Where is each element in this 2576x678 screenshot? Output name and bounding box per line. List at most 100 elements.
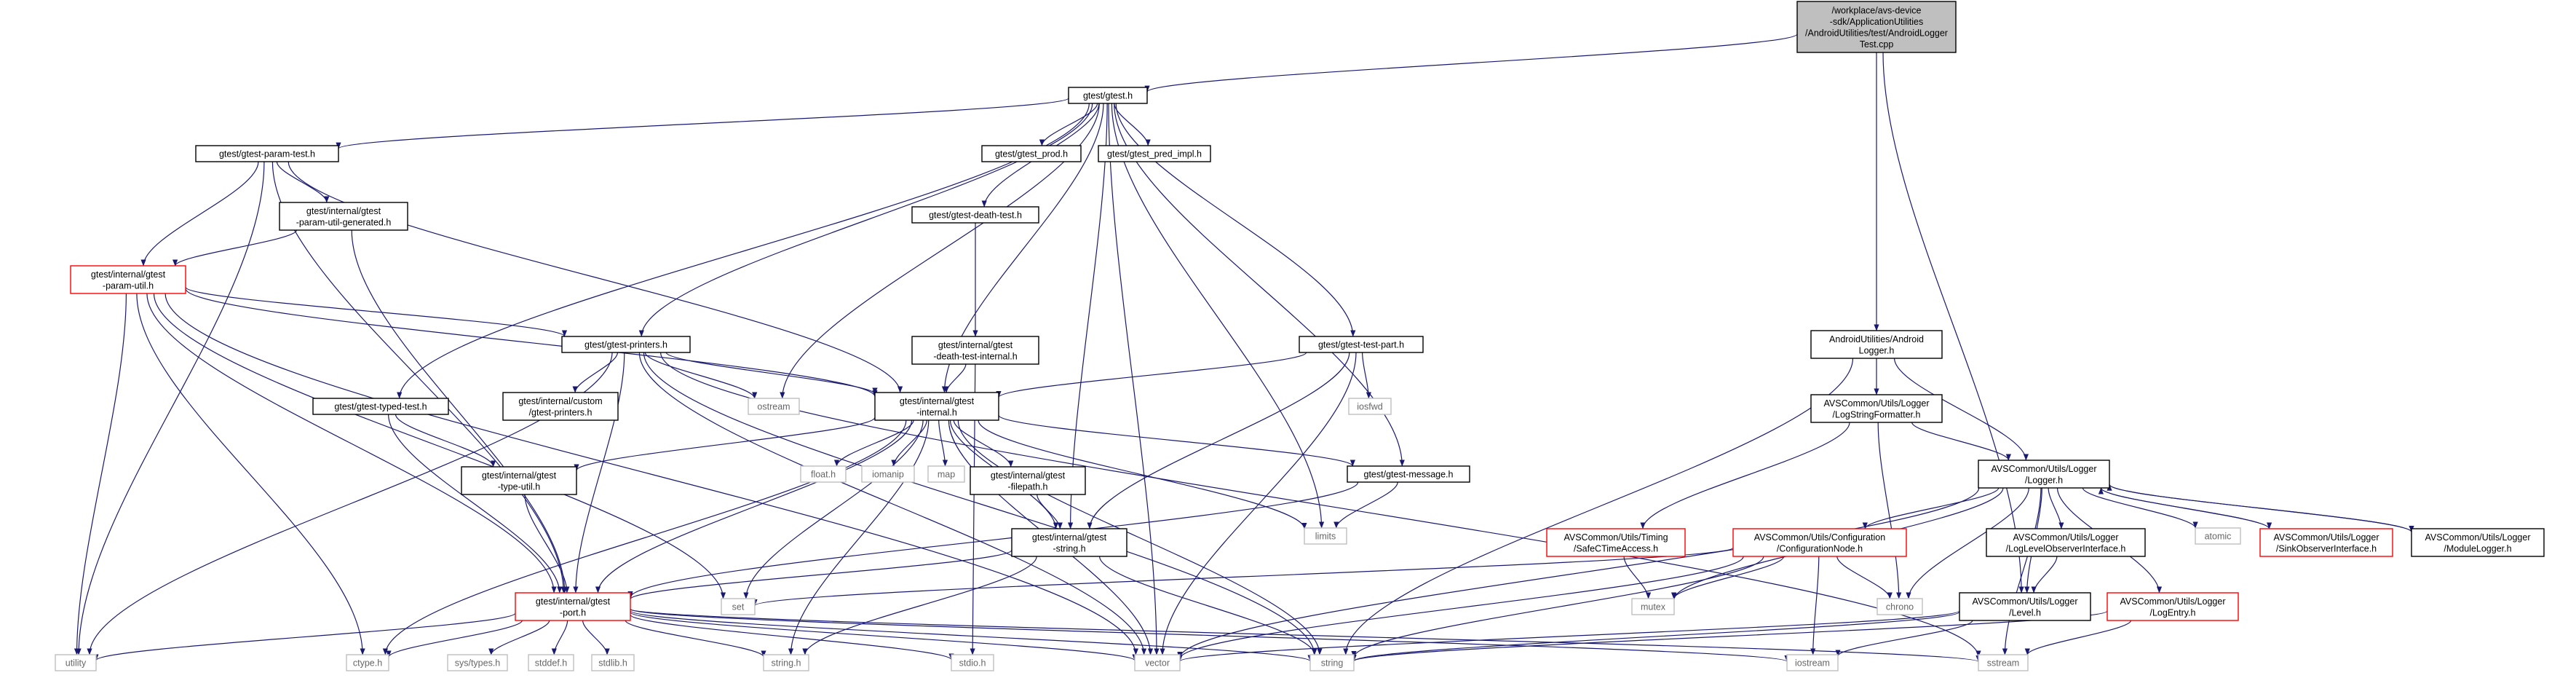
node-config-node[interactable]: AVSCommon/Utils/Configuration/Configurat… [1732, 528, 1907, 557]
node-pred-prod[interactable]: gtest/gtest_prod.h [981, 145, 1082, 162]
node-box [927, 465, 965, 483]
node-internal[interactable]: gtest/internal/gtest-internal.h [874, 392, 999, 421]
node-label-line: gtest/internal/gtest [1032, 532, 1107, 543]
node-systypes[interactable]: sys/types.h [447, 654, 508, 671]
node-float[interactable]: float.h [800, 465, 847, 483]
node-label-line: -port.h [560, 607, 586, 618]
node-label-line: string.h [772, 658, 801, 669]
node-port[interactable]: gtest/internal/gtest-port.h [515, 592, 631, 621]
node-stdio[interactable]: stdio.h [951, 654, 994, 671]
node-level[interactable]: AVSCommon/Utils/Logger/Level.h [1959, 592, 2091, 621]
node-module-logger[interactable]: AVSCommon/Utils/Logger/ModuleLogger.h [2411, 528, 2545, 557]
node-label-line: AVSCommon/Utils/Timing [1564, 532, 1668, 543]
edge-param_test-to-utility [76, 161, 265, 655]
edge-printers-to-port [573, 352, 625, 594]
node-ctype[interactable]: ctype.h [346, 654, 389, 671]
node-label-line: AVSCommon/Utils/Logger [2120, 596, 2226, 607]
node-mutex[interactable]: mutex [1631, 598, 1675, 615]
node-box [748, 398, 800, 415]
node-root[interactable]: /workplace/avs-device-sdk/ApplicationUti… [1796, 1, 1957, 53]
edge-gtest-to-pred_prod [1039, 103, 1098, 146]
node-gtest[interactable]: gtest/gtest.h [1068, 87, 1148, 104]
node-sstream[interactable]: sstream [1978, 654, 2029, 671]
node-box [1810, 394, 1943, 423]
node-death-test-internal[interactable]: gtest/internal/gtest-death-test-internal… [911, 336, 1039, 365]
node-sink-observer[interactable]: AVSCommon/Utils/Logger/SinkObserverInter… [2259, 528, 2393, 557]
node-chrono[interactable]: chrono [1876, 598, 1923, 615]
node-iosfwd[interactable]: iosfwd [1348, 398, 1392, 415]
node-param-test[interactable]: gtest/gtest-param-test.h [195, 145, 339, 162]
node-box [1134, 654, 1181, 671]
node-android-logger[interactable]: AndroidUtilities/AndroidLogger.h [1810, 330, 1943, 359]
node-label-line: ctype.h [353, 658, 382, 669]
node-label-line: gtest/internal/gtest [900, 396, 975, 406]
node-vector[interactable]: vector [1134, 654, 1181, 671]
node-typed-test[interactable]: gtest/gtest-typed-test.h [312, 398, 449, 415]
node-type-util[interactable]: gtest/internal/gtest-type-util.h [461, 466, 577, 495]
node-label-line: set [732, 602, 745, 612]
edge-printers-to-internal [665, 352, 878, 395]
node-box [800, 465, 847, 483]
node-param-util-gen[interactable]: gtest/internal/gtest-param-util-generate… [279, 202, 408, 231]
node-logger[interactable]: AVSCommon/Utils/Logger/Logger.h [1978, 460, 2110, 489]
node-box [1299, 336, 1424, 353]
node-test-part[interactable]: gtest/gtest-test-part.h [1299, 336, 1424, 353]
node-iomanip[interactable]: iomanip [861, 465, 915, 483]
node-param-util[interactable]: gtest/internal/gtest-param-util.h [70, 265, 186, 294]
node-label-line: /LogLevelObserverInterface.h [2006, 543, 2126, 553]
edge-config_node-to-vector [1177, 556, 1744, 659]
node-box [981, 145, 1082, 162]
node-label-line: AVSCommon/Utils/Logger [2274, 532, 2379, 543]
edge-level-to-iostream [1835, 620, 1973, 657]
node-label-line: -type-util.h [498, 481, 540, 492]
node-log-string-formatter[interactable]: AVSCommon/Utils/Logger/LogStringFormatte… [1810, 394, 1943, 423]
node-stringh[interactable]: string.h [763, 654, 809, 671]
node-box [1304, 527, 1347, 545]
node-atomic[interactable]: atomic [2195, 527, 2241, 545]
node-label-line: gtest/internal/gtest [306, 206, 381, 216]
edge-param_util-to-utility [74, 293, 127, 655]
node-iostream[interactable]: iostream [1786, 654, 1839, 671]
node-set[interactable]: set [721, 598, 756, 615]
edge-port-to-systypes [488, 620, 550, 655]
node-stddef[interactable]: stddef.h [528, 654, 574, 671]
node-log-level-observer[interactable]: AVSCommon/Utils/Logger/LogLevelObserverI… [1986, 528, 2146, 557]
node-box [2195, 527, 2241, 545]
node-box [279, 202, 408, 231]
node-message[interactable]: gtest/gtest-message.h [1347, 465, 1470, 483]
node-death-test[interactable]: gtest/gtest-death-test.h [911, 206, 1039, 224]
edge-internal-to-set [743, 419, 924, 599]
node-ostream[interactable]: ostream [748, 398, 800, 415]
node-box [561, 336, 691, 353]
node-box [1786, 654, 1839, 671]
node-safe-ctime[interactable]: AVSCommon/Utils/Timing/SafeCTimeAccess.h [1546, 528, 1686, 557]
node-stdlib[interactable]: stdlib.h [591, 654, 635, 671]
node-map[interactable]: map [927, 465, 965, 483]
edge-param_util-to-set [153, 293, 726, 599]
node-custom-printers[interactable]: gtest/internal/custom/gtest-printers.h [502, 392, 619, 421]
node-log-entry[interactable]: AVSCommon/Utils/Logger/LogEntry.h [2107, 592, 2239, 621]
node-label-line: -string.h [1053, 543, 1085, 553]
node-utility[interactable]: utility [55, 654, 97, 671]
node-label-line: Test.cpp [1860, 39, 1894, 50]
node-label-line: /AndroidUtilities/test/AndroidLogger [1805, 28, 1948, 38]
node-label-line: iosfwd [1357, 402, 1382, 412]
node-label-line: -param-util.h [103, 280, 154, 291]
node-pred-impl[interactable]: gtest/gtest_pred_impl.h [1098, 145, 1211, 162]
node-filepath[interactable]: gtest/internal/gtest-filepath.h [970, 466, 1086, 495]
edge-gstring-to-stringh [802, 556, 1037, 655]
node-box [195, 145, 339, 162]
edge-printers-to-vector [638, 352, 1147, 655]
edge-param_util-to-ctype [136, 293, 365, 655]
node-label-line: gtest/gtest-message.h [1364, 470, 1454, 480]
edge-internal-to-message [998, 414, 1355, 467]
node-label-line: AVSCommon/Utils/Logger [2013, 532, 2119, 543]
node-gstring[interactable]: gtest/internal/gtest-string.h [1011, 528, 1128, 557]
node-limits[interactable]: limits [1304, 527, 1347, 545]
node-string[interactable]: string [1309, 654, 1355, 671]
edge-sink_observer-to-logger [2098, 487, 2270, 529]
edge-port-to-iostream [630, 609, 1789, 662]
node-printers[interactable]: gtest/gtest-printers.h [561, 336, 691, 353]
edge-param_test-to-internal [288, 161, 903, 393]
